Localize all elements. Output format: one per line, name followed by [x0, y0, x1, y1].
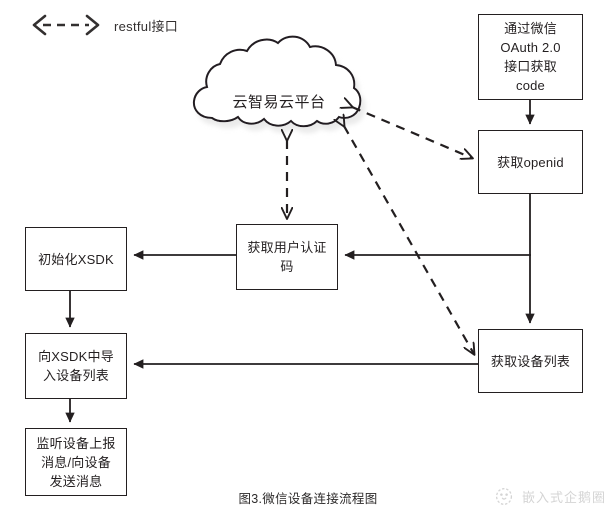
node-import-device-list[interactable]: 向XSDK中导 入设备列表: [25, 333, 127, 399]
node-listen-messages-label: 监听设备上报 消息/向设备 发送消息: [36, 435, 116, 489]
node-get-auth-code[interactable]: 获取用户认证 码: [236, 224, 338, 290]
legend-label: restful接口: [114, 18, 179, 34]
cloud-shape: [192, 35, 362, 128]
node-wechat-oauth[interactable]: 通过微信 OAuth 2.0 接口获取 code: [478, 14, 583, 100]
penguin-icon: [495, 488, 513, 505]
cloud-platform-label: 云智易云平台: [232, 93, 326, 111]
node-wechat-oauth-label: 通过微信 OAuth 2.0 接口获取 code: [500, 21, 561, 93]
node-get-openid-label: 获取openid: [497, 154, 564, 170]
node-get-openid[interactable]: 获取openid: [478, 130, 583, 194]
node-init-xsdk-label: 初始化XSDK: [38, 251, 114, 267]
edge-cloud-openid-restful: [352, 107, 472, 158]
node-listen-messages[interactable]: 监听设备上报 消息/向设备 发送消息: [25, 428, 127, 496]
watermark: 嵌入式企鹅圈: [493, 486, 606, 506]
legend: restful接口: [30, 12, 178, 38]
node-get-device-list-label: 获取设备列表: [490, 353, 571, 369]
node-get-auth-code-label: 获取用户认证 码: [247, 240, 327, 274]
watermark-text: 嵌入式企鹅圈: [521, 489, 606, 505]
figure-caption: 图3.微信设备连接流程图: [238, 492, 378, 506]
node-init-xsdk[interactable]: 初始化XSDK: [25, 227, 127, 291]
bidirectional-dashed-arrow-icon: [32, 14, 100, 36]
edge-cloud-devicelist-restful: [344, 126, 474, 354]
node-get-device-list[interactable]: 获取设备列表: [478, 329, 583, 393]
node-cloud-platform[interactable]: 云智易云平台: [196, 60, 362, 148]
node-import-device-list-label: 向XSDK中导 入设备列表: [38, 349, 114, 383]
